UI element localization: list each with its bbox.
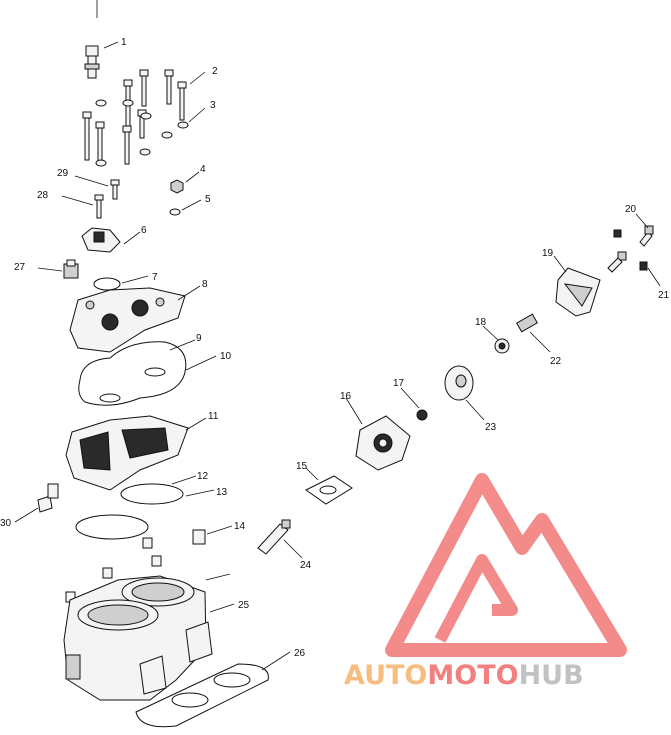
callout-5: 5 bbox=[205, 194, 211, 205]
part-13-gasket bbox=[75, 514, 149, 540]
callout-14: 14 bbox=[234, 521, 246, 532]
callout-7: 7 bbox=[152, 272, 158, 283]
callout-9: 9 bbox=[196, 333, 202, 344]
leader-12 bbox=[171, 475, 197, 485]
callout-21: 21 bbox=[658, 290, 670, 301]
callout-4: 4 bbox=[200, 164, 206, 175]
part-15-gasket bbox=[305, 475, 353, 505]
callout-12: 12 bbox=[197, 471, 209, 482]
callout-29: 29 bbox=[57, 168, 69, 179]
leader-21 bbox=[647, 267, 661, 287]
part-26-base-gasket bbox=[135, 663, 269, 728]
leader-27 bbox=[37, 267, 63, 272]
callout-1: 1 bbox=[121, 37, 127, 48]
watermark-inner-mark-icon bbox=[434, 554, 518, 643]
callout-11: 11 bbox=[208, 411, 219, 422]
callout-30: 30 bbox=[0, 518, 12, 529]
callout-22: 22 bbox=[550, 356, 562, 367]
part-14-fitting bbox=[192, 529, 206, 545]
cylinder-studs bbox=[65, 537, 162, 603]
leader-25 bbox=[209, 603, 235, 613]
leader-10 bbox=[185, 355, 217, 371]
watermark-logo bbox=[385, 473, 627, 657]
leader-16 bbox=[345, 397, 363, 425]
leader-19 bbox=[553, 255, 567, 273]
watermark-text-moto: MOTO bbox=[427, 660, 518, 691]
part-19-pump-cover bbox=[555, 267, 601, 317]
leader-14 bbox=[206, 525, 233, 535]
callout-18: 18 bbox=[475, 317, 487, 328]
watermark-text-auto: AUTO bbox=[344, 660, 427, 691]
callout-25: 25 bbox=[238, 600, 250, 611]
part-8-cylinder-head bbox=[69, 287, 186, 353]
leader-2 bbox=[189, 71, 206, 85]
part-30-elbow bbox=[37, 483, 59, 513]
leader-17 bbox=[400, 387, 420, 409]
part-6-housing bbox=[81, 227, 121, 253]
part-25-cylinder-block bbox=[63, 575, 213, 701]
callout-2: 2 bbox=[212, 66, 218, 77]
leader-9 bbox=[169, 339, 196, 351]
part-11-head-cover bbox=[65, 415, 189, 491]
leader-30 bbox=[14, 507, 39, 523]
part-5-washer bbox=[169, 208, 181, 216]
leader-23 bbox=[465, 399, 485, 421]
callout-8: 8 bbox=[202, 279, 208, 290]
part-27-fitting bbox=[63, 259, 79, 279]
part-20-screws bbox=[613, 225, 654, 247]
leader-7b bbox=[205, 573, 231, 581]
part-3-washers bbox=[95, 99, 189, 167]
callout-6: 6 bbox=[141, 225, 147, 236]
callout-26: 26 bbox=[294, 648, 306, 659]
callout-27: 27 bbox=[14, 262, 26, 273]
watermark-text: AUTOMOTOHUB bbox=[344, 660, 584, 691]
leader-5 bbox=[181, 199, 202, 211]
leader-4 bbox=[185, 171, 200, 183]
part-16-pump-housing bbox=[355, 415, 411, 471]
leader-29 bbox=[74, 175, 109, 187]
leader-22 bbox=[529, 331, 551, 353]
callout-23: 23 bbox=[485, 422, 497, 433]
part-21-screws bbox=[607, 251, 648, 273]
watermark-text-hub: HUB bbox=[519, 660, 584, 691]
leader-8 bbox=[177, 285, 201, 301]
leader-28 bbox=[61, 195, 94, 206]
leader-7 bbox=[121, 275, 149, 284]
leader-20 bbox=[635, 213, 649, 229]
part-10-head-gasket bbox=[78, 341, 187, 406]
callout-15: 15 bbox=[296, 461, 308, 472]
callout-24: 24 bbox=[300, 560, 312, 571]
part-22-spring bbox=[516, 313, 538, 333]
leader-26 bbox=[261, 651, 291, 671]
part-17-seal bbox=[416, 409, 428, 421]
part-2-bolts bbox=[82, 69, 187, 165]
callout-28: 28 bbox=[37, 190, 49, 201]
part-9-gasket-port bbox=[99, 393, 121, 403]
leader-6 bbox=[123, 231, 141, 245]
leader-11 bbox=[185, 417, 207, 431]
part-4-nut bbox=[170, 179, 184, 194]
part-7-o-ring bbox=[93, 277, 121, 291]
part-12-gasket bbox=[120, 483, 184, 505]
callout-20: 20 bbox=[625, 204, 637, 215]
callout-3: 3 bbox=[210, 100, 216, 111]
leader-15 bbox=[305, 467, 319, 481]
part-24-sensor bbox=[257, 519, 291, 555]
leader-1 bbox=[103, 41, 119, 49]
leader-18 bbox=[482, 325, 499, 341]
callout-19: 19 bbox=[542, 248, 554, 259]
part-1-sender bbox=[84, 45, 100, 79]
part-29-screw bbox=[110, 179, 120, 200]
leader-24 bbox=[283, 539, 303, 559]
callout-16: 16 bbox=[340, 391, 352, 402]
callout-10: 10 bbox=[220, 351, 232, 362]
leader-3 bbox=[188, 107, 206, 123]
part-28-screw bbox=[94, 194, 104, 219]
watermark-triangle-icon bbox=[385, 473, 627, 657]
callout-17: 17 bbox=[393, 378, 405, 389]
leader-13 bbox=[185, 489, 215, 497]
callout-13: 13 bbox=[216, 487, 228, 498]
